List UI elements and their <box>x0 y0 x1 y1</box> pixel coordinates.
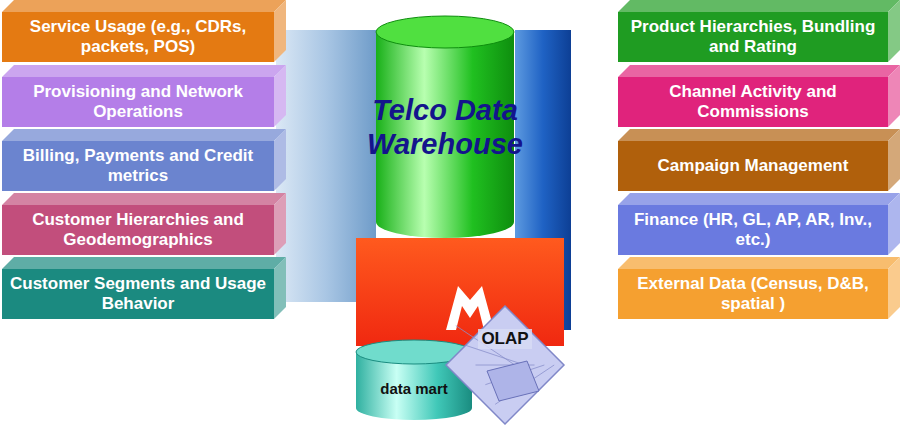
node-label: Product Hierarchies, Bundling and Rating <box>618 17 888 57</box>
source-box: External Data (Census, D&B, spatial ) <box>618 269 888 319</box>
cylinder-bottom <box>356 396 472 420</box>
olap-cube: OLAP <box>446 306 564 424</box>
box-side <box>888 129 900 191</box>
box-side <box>274 0 286 62</box>
warehouse-cylinder: Telco Data Warehouse <box>376 16 514 238</box>
olap-diamond <box>446 306 564 424</box>
node-shape <box>446 306 564 424</box>
box-top <box>618 65 900 77</box>
source-box: Channel Activity and Commissions <box>618 77 888 127</box>
node-label: Finance (HR, GL, AP, AR, Inv., etc.) <box>618 210 888 250</box>
box-side <box>888 0 900 62</box>
node-label: External Data (Census, D&B, spatial ) <box>618 274 888 314</box>
source-box: Campaign Management <box>618 141 888 191</box>
box-top <box>2 193 286 205</box>
node-label: Telco Data Warehouse <box>361 93 529 161</box>
data-mart-cylinder: data mart <box>356 340 472 420</box>
box-side <box>274 193 286 255</box>
source-box: Provisioning and Network Operations <box>2 77 274 127</box>
source-box: Finance (HR, GL, AP, AR, Inv., etc.) <box>618 205 888 255</box>
node-label: data mart <box>380 380 448 397</box>
source-box: Customer Segments and Usage Behavior <box>2 269 274 319</box>
box-top <box>2 0 286 12</box>
node-label: OLAP <box>478 329 531 349</box>
box-top <box>2 65 286 77</box>
node-label: Service Usage (e.g., CDRs, packets, POS) <box>2 17 274 57</box>
box-top <box>618 0 900 12</box>
box-side <box>888 65 900 127</box>
cube-face <box>487 361 539 401</box>
source-box: Product Hierarchies, Bundling and Rating <box>618 12 888 62</box>
node-shape <box>376 16 514 238</box>
node-label: Billing, Payments and Credit metrics <box>2 146 274 186</box>
node-label: Campaign Management <box>650 156 857 176</box>
box-side <box>888 257 900 319</box>
box-side <box>274 257 286 319</box>
box-top <box>618 257 900 269</box>
box-side <box>888 193 900 255</box>
source-box: Billing, Payments and Credit metrics <box>2 141 274 191</box>
box-top <box>2 129 286 141</box>
box-top <box>618 193 900 205</box>
node-label: Provisioning and Network Operations <box>2 82 274 122</box>
cylinder-body <box>376 32 514 222</box>
box-top <box>618 129 900 141</box>
node-label: Channel Activity and Commissions <box>618 82 888 122</box>
cylinder-bottom <box>376 206 514 238</box>
box-side <box>274 129 286 191</box>
node-label: Customer Segments and Usage Behavior <box>2 274 274 314</box>
source-box: Customer Hierarchies and Geodemographics <box>2 205 274 255</box>
box-side <box>274 65 286 127</box>
node-label: Customer Hierarchies and Geodemographics <box>2 210 274 250</box>
red-block <box>356 238 564 346</box>
box-top <box>2 257 286 269</box>
cylinder-top <box>376 16 514 48</box>
source-box: Service Usage (e.g., CDRs, packets, POS) <box>2 12 274 62</box>
